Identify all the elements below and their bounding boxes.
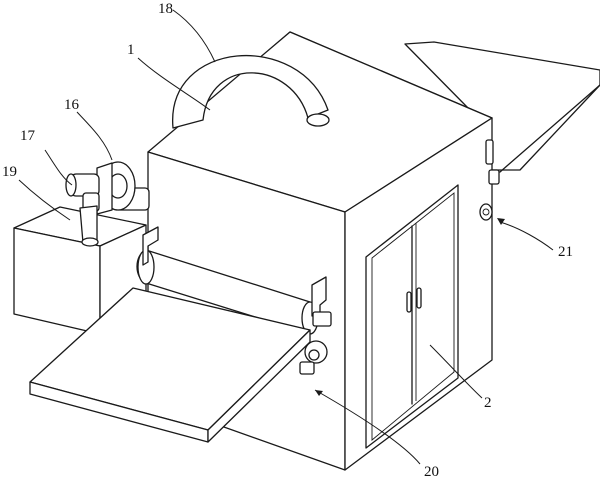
label-16: 16: [64, 97, 80, 113]
label-1: 1: [127, 42, 135, 58]
pump-assembly: [65, 161, 150, 247]
arched-pipe: [172, 54, 330, 129]
rear-brackets: [479, 139, 500, 221]
label-19: 19: [2, 164, 17, 180]
door-cabinet: [365, 184, 459, 449]
label-2: 2: [484, 395, 492, 411]
leader-lines: [18, 9, 554, 465]
label-17: 17: [20, 128, 36, 144]
roller-brackets: [142, 226, 332, 375]
label-21: 21: [558, 244, 573, 260]
callout-labels: 18 1 16 17 19 21 2 20: [2, 1, 573, 480]
label-20: 20: [424, 464, 439, 480]
front-tray: [29, 287, 311, 443]
label-18: 18: [158, 1, 173, 17]
